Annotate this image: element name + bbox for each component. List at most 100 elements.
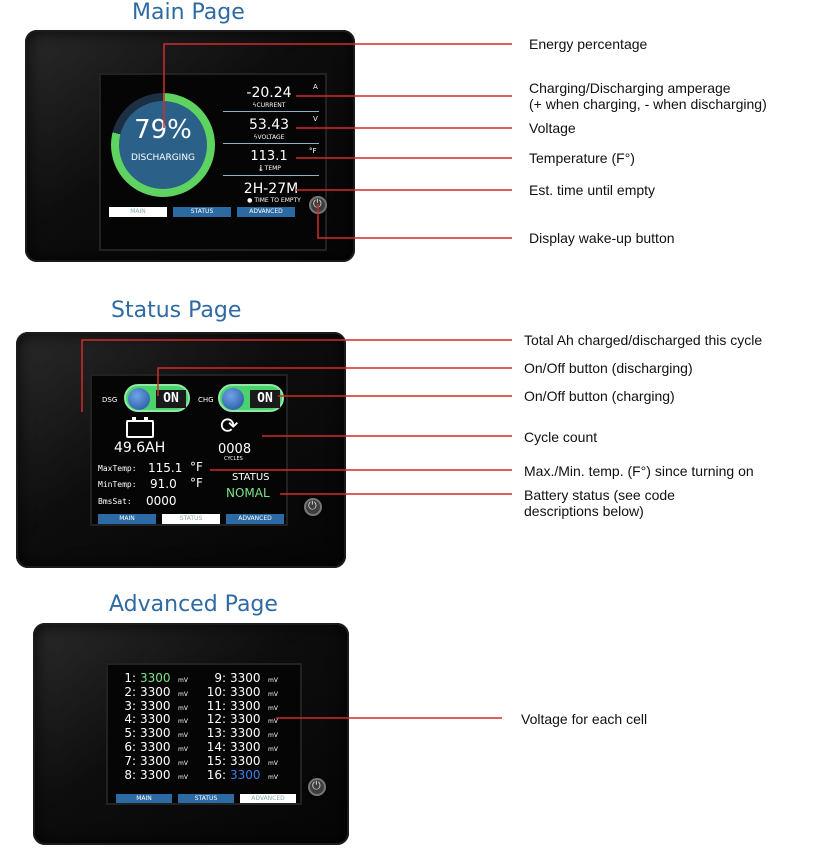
cell-voltage-value: 3300 — [230, 698, 261, 713]
bms-status-value: 0000 — [146, 494, 177, 508]
max-temp-value: 115.1 — [148, 461, 183, 475]
cell-number: 14: — [206, 740, 226, 754]
annotation-energy-percentage: Energy percentage — [529, 36, 648, 52]
tab-status[interactable]: STATUS — [173, 207, 231, 217]
main-page-title: Main Page — [132, 0, 245, 25]
leader-line — [157, 367, 512, 396]
tab-advanced[interactable]: ADVANCED — [237, 207, 295, 217]
tab-main[interactable]: MAIN — [98, 514, 156, 524]
lightning-icon: ϟ — [253, 134, 258, 141]
discharge-toggle-state: ON — [156, 390, 186, 408]
cell-voltage-unit: mV — [268, 732, 278, 740]
cell-voltage-unit: mV — [268, 677, 278, 684]
cell-number: 15: — [206, 753, 226, 768]
cell-voltage-value: 3300 — [230, 671, 261, 685]
cell-voltage-value: 3300 — [230, 712, 261, 727]
discharge-toggle[interactable]: ON — [124, 384, 190, 412]
cell-number: 2: — [124, 684, 136, 699]
cell-voltage-unit: mV — [178, 718, 188, 726]
cycle-count-label: CYCLES — [224, 456, 243, 462]
cell-number: 9: — [214, 671, 226, 685]
cell-voltage-value: 3300 — [140, 767, 171, 782]
divider — [223, 111, 319, 112]
status-label: STATUS — [232, 472, 270, 483]
cell-voltage-value: 3300 — [230, 726, 261, 741]
total-ah-value: 49.6AH — [114, 440, 166, 456]
tab-status[interactable]: STATUS — [162, 514, 220, 524]
status-page-title: Status Page — [111, 298, 242, 323]
current-unit: A — [313, 83, 318, 91]
divider — [223, 175, 319, 176]
divider — [223, 143, 319, 144]
temperature-label: 🌡TEMP — [257, 165, 281, 172]
cell-voltage-unit: mV — [178, 690, 188, 698]
cell-voltage-unit: mV — [178, 746, 188, 753]
tab-advanced[interactable]: ADVANCED — [240, 794, 296, 803]
tab-advanced[interactable]: ADVANCED — [226, 514, 284, 524]
voltage-label: ϟVOLTAGE — [253, 134, 285, 141]
tab-status[interactable]: STATUS — [178, 794, 234, 803]
toggle-knob — [222, 388, 244, 410]
cell-voltage-row: 12: 3300 mV — [204, 712, 278, 726]
thermometer-icon: 🌡 — [257, 165, 265, 172]
chg-label: CHG — [198, 396, 214, 404]
annotation-wake-up-button: Display wake-up button — [529, 230, 675, 246]
cycle-icon: ⟳ — [220, 414, 239, 439]
current-value: -20.24 — [246, 85, 292, 101]
cell-number: 7: — [124, 753, 136, 768]
charge-state: DISCHARGING — [130, 153, 196, 163]
min-temp-value: 91.0 — [150, 477, 177, 491]
cell-voltage-value: 3300 — [140, 740, 171, 754]
charge-toggle[interactable]: ON — [218, 384, 284, 412]
cell-voltage-unit: mV — [268, 718, 278, 726]
temperature-value: 113.1 — [250, 149, 288, 164]
main-page-screen: 79% DISCHARGING -20.24 A ϟCURRENT 53.43 … — [99, 73, 327, 251]
cell-voltage-value: 3300 — [140, 712, 171, 727]
lightning-icon: ϟ — [252, 102, 257, 109]
cell-voltage-unit: mV — [268, 746, 278, 753]
cell-voltage-row: 14: 3300 mV — [204, 740, 278, 754]
cell-voltage-unit: mV — [178, 677, 188, 684]
annotation-total-ah: Total Ah charged/discharged this cycle — [524, 332, 763, 348]
cell-number: 12: — [206, 712, 226, 727]
tab-main[interactable]: MAIN — [109, 207, 167, 217]
cell-number: 5: — [124, 726, 136, 741]
energy-ring-center — [119, 101, 207, 189]
cell-number: 4: — [124, 712, 136, 727]
annotation-amperage: Charging/Discharging amperage (+ when ch… — [529, 80, 767, 112]
toggle-knob — [128, 388, 150, 410]
cell-number: 13: — [206, 726, 226, 741]
charge-toggle-state: ON — [250, 390, 280, 408]
max-temp-label: MaxTemp: — [98, 464, 137, 473]
battery-icon — [126, 417, 154, 438]
temperature-unit: °F — [309, 147, 317, 155]
cell-voltage-value: 3300 — [230, 740, 261, 754]
clock-icon: ● — [247, 197, 253, 204]
cell-number: 10: — [206, 684, 226, 699]
min-temp-unit: °F — [190, 476, 203, 490]
annotation-onoff-discharging: On/Off button (discharging) — [524, 360, 693, 376]
annotation-time-until-empty: Est. time until empty — [529, 182, 656, 198]
wake-up-button[interactable] — [308, 778, 326, 796]
advanced-page-title: Advanced Page — [109, 592, 278, 617]
max-temp-unit: °F — [190, 460, 203, 474]
cell-voltage-value: 3300 — [140, 753, 171, 768]
leader-line — [81, 339, 512, 412]
tab-main[interactable]: MAIN — [116, 794, 172, 803]
main-page-device: 79% DISCHARGING -20.24 A ϟCURRENT 53.43 … — [25, 30, 355, 262]
cell-voltage-value: 3300 — [230, 767, 261, 782]
current-label: ϟCURRENT — [252, 102, 286, 109]
energy-percentage: 79% — [134, 115, 192, 145]
cell-voltage-row: 13: 3300 mV — [204, 726, 278, 740]
cycle-count-value: 0008 — [218, 442, 252, 457]
cell-number: 8: — [124, 767, 136, 782]
voltage-value: 53.43 — [248, 117, 290, 133]
cell-voltage-unit: mV — [178, 704, 188, 712]
wake-up-button[interactable] — [304, 498, 322, 516]
cell-voltage-value: 3300 — [140, 698, 171, 713]
battery-status-value: NOMAL — [226, 486, 270, 500]
